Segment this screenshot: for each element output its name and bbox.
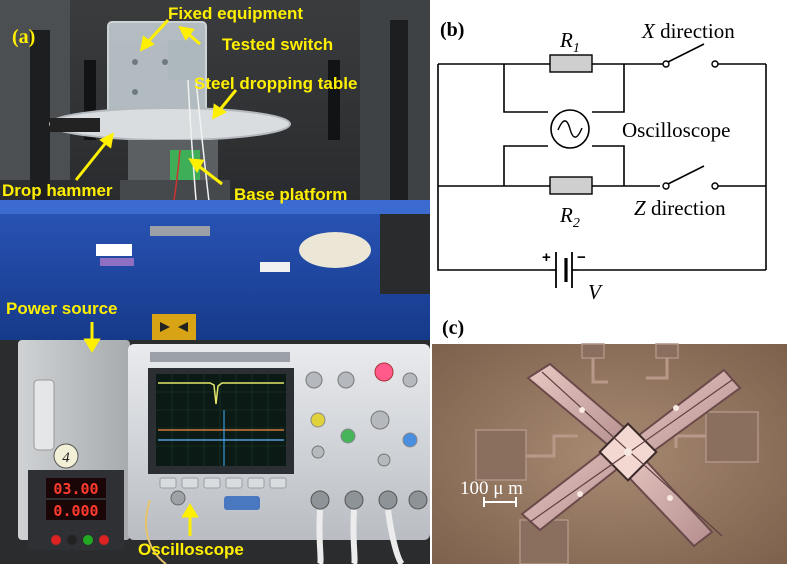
- panel-c-micrograph: (c): [432, 308, 787, 564]
- psu-handle: [33, 379, 55, 451]
- sine-wave-icon: [557, 120, 583, 138]
- battery-plus-sign: +: [542, 249, 551, 266]
- annotation-arrows: [74, 18, 238, 536]
- blue-base-top-edge: [0, 200, 430, 214]
- label-base-platform: Base platform: [234, 185, 347, 204]
- panel-b-label: (b): [440, 19, 464, 41]
- oscilloscope-screen: [156, 374, 286, 466]
- x-direction-label: X direction: [641, 19, 735, 43]
- scale-bar: [483, 497, 517, 507]
- blue-machine-base: [0, 200, 430, 340]
- label-drop-hammer: Drop hammer: [2, 181, 113, 200]
- resistor-r2: [549, 176, 593, 195]
- oscilloscope-label: Oscilloscope: [622, 118, 730, 142]
- switch-contacts: [662, 60, 719, 190]
- r1-label: R1: [559, 28, 580, 56]
- warning-sign: [152, 314, 196, 340]
- voltage-label: V: [588, 280, 603, 300]
- oscilloscope-grid: [156, 374, 286, 466]
- psu-voltage-display: [46, 478, 106, 498]
- label-fixed-equipment: Fixed equipment: [168, 4, 303, 23]
- label-tested-switch: Tested switch: [222, 35, 333, 54]
- r2-label: R2: [559, 203, 580, 231]
- bond-pads: [475, 343, 759, 564]
- circuit-wires: [437, 43, 767, 271]
- scale-bar-label: 100 μ m: [460, 478, 523, 499]
- label-oscilloscope: Oscilloscope: [138, 540, 244, 559]
- base-label-sticker: [96, 244, 132, 256]
- battery-symbol: [555, 252, 573, 288]
- battery-minus-sign: −: [577, 249, 586, 266]
- mems-switch-device: [520, 362, 742, 548]
- circuit-diagram: (b) R1 R2 X direction Z direction Oscill…: [437, 19, 767, 300]
- fixed-equipment-side: [168, 40, 204, 80]
- table-clamp-left: [50, 118, 100, 132]
- psu-voltage-reading: 03.00: [53, 480, 98, 498]
- oscilloscope-softkeys: [159, 477, 287, 489]
- oscilloscope-probes: [310, 490, 428, 564]
- psu-current-display: [46, 500, 106, 520]
- usb-drive: [224, 496, 260, 510]
- z-direction-label: Z direction: [634, 196, 726, 220]
- label-steel-dropping-table: Steel dropping table: [194, 74, 357, 93]
- micrograph-illustration: (c): [432, 317, 787, 564]
- right-black-block: [380, 214, 430, 294]
- panel-a-label: (a): [12, 26, 35, 48]
- guide-rod-right: [328, 60, 340, 140]
- oscilloscope-knobs: [305, 362, 418, 467]
- panel-a-illustration: 4 03.00 0.000: [0, 0, 430, 564]
- panel-a-photo: 4 03.00 0.000: [0, 0, 430, 564]
- oscilloscope-trace-yellow: [158, 382, 284, 405]
- psu-current-reading: 0.000: [53, 502, 98, 520]
- label-power-source: Power source: [6, 299, 118, 318]
- white-disc: [299, 232, 371, 268]
- panel-b-circuit: (b) R1 R2 X direction Z direction Oscill…: [432, 0, 787, 300]
- panel-c-label: (c): [442, 317, 464, 339]
- resistor-r1: [549, 54, 593, 73]
- psu-badge-text: 4: [62, 450, 70, 466]
- psu-badge: [53, 443, 79, 469]
